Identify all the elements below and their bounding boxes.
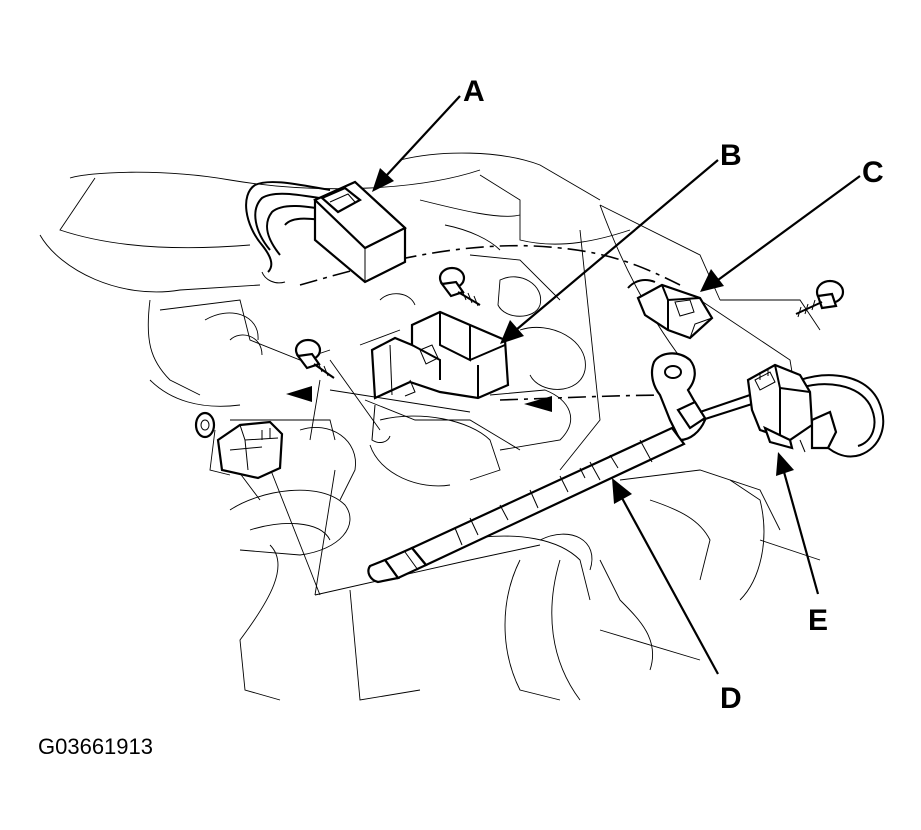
callout-d-label: D <box>720 682 742 715</box>
dipstick-tube-d-part <box>367 352 753 584</box>
bolt-upper-center <box>438 266 481 307</box>
connector-a-part <box>245 180 407 284</box>
callout-a-label: A <box>463 75 485 108</box>
callout-e-label: E <box>808 604 828 637</box>
bracket-b-part <box>370 310 510 444</box>
assembly-dash-lines <box>299 244 681 413</box>
connector-e-part <box>746 363 885 458</box>
sensor-c-part <box>627 279 714 340</box>
bolt-left <box>294 338 335 379</box>
left-connector-part <box>216 420 284 480</box>
bolt-upper-right <box>795 279 845 318</box>
callout-c-label: C <box>862 156 884 189</box>
figure-id-label: G03661913 <box>38 734 153 759</box>
engine-background-outline <box>39 152 821 701</box>
leader-lines <box>286 95 861 675</box>
callout-b-label: B <box>720 139 742 172</box>
washer-left <box>194 411 216 439</box>
